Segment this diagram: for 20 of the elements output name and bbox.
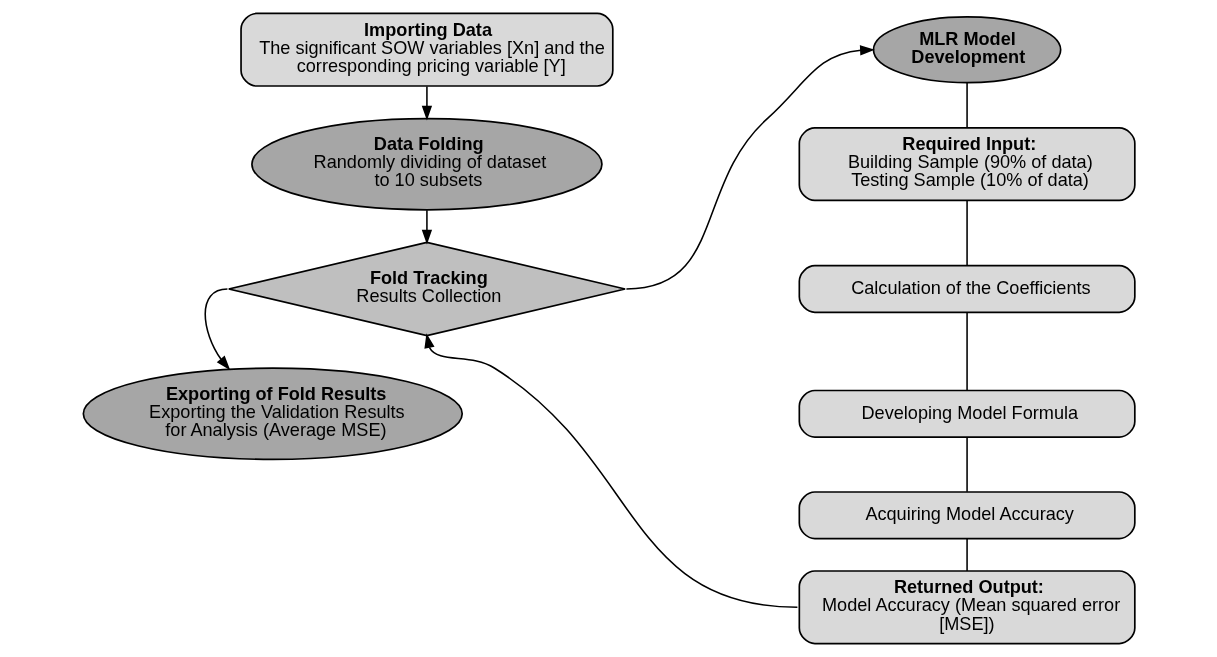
arrow — [421, 209, 432, 245]
connector — [965, 311, 968, 391]
connector — [965, 436, 968, 493]
arrow — [625, 45, 875, 290]
arrow — [203, 288, 230, 371]
node-ellipse: Exporting of Fold Results Exporting the Validation Results for Analysis (Average MSE) — [82, 367, 463, 461]
connector — [965, 82, 968, 129]
node-diamond: Fold Tracking Results Collection — [227, 241, 626, 337]
node-box: Required Input: Building Sample (90% of data) Testing Sample (10% of data) — [798, 127, 1136, 202]
connector — [965, 537, 968, 572]
node-ellipse: MLR Model Development — [872, 16, 1061, 84]
node-box: Calculation of the Coefficients — [798, 264, 1136, 314]
node-box: Acquiring Model Accuracy — [798, 491, 1136, 540]
node-box: Returned Output: Model Accuracy (Mean squared error [MSE]) — [798, 570, 1136, 645]
arrow — [423, 333, 798, 609]
node-box: Developing Model Formula — [798, 389, 1136, 438]
node-ellipse: Data Folding Randomly dividing of dataset to 10 subsets — [250, 117, 603, 211]
connector — [965, 199, 968, 267]
arrow — [421, 85, 432, 121]
node-box: Importing Data The significant SOW variables [Xn] and the corresponding pricing variable [Y] — [239, 12, 614, 87]
